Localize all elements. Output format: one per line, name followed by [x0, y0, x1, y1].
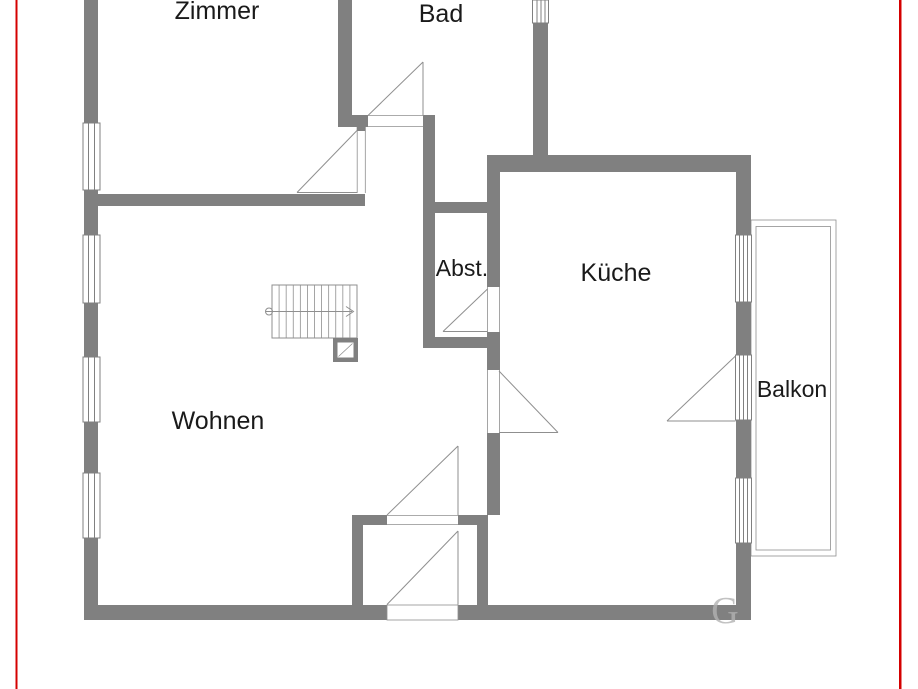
- door-zimmer: [296, 130, 366, 194]
- wall-kueche-top: [487, 155, 751, 172]
- wall-zimmer-bottom: [98, 194, 365, 206]
- wall-bad-kueche: [533, 23, 548, 155]
- shaft: [333, 338, 358, 362]
- stair-walk-start: [265, 307, 273, 316]
- page-border-right: [899, 0, 902, 689]
- room-label-balkon: Balkon: [757, 376, 827, 402]
- door-entrance: [386, 530, 459, 621]
- room-label-wohnen: Wohnen: [172, 407, 265, 435]
- interior-walls: [98, 0, 751, 605]
- window-left-1: [82, 122, 101, 191]
- wall-zimmer-bad: [338, 0, 352, 115]
- exterior-wall-right: [736, 155, 751, 620]
- window-left-4: [82, 472, 101, 539]
- stair-walk-arrow: [345, 306, 355, 317]
- page-border-left: [15, 0, 18, 689]
- window-right-2: [735, 477, 752, 544]
- window-left-3: [82, 356, 101, 423]
- room-label-bad: Bad: [419, 0, 463, 28]
- window-top-bad: [532, 0, 549, 24]
- balcony-hatch: [755, 226, 831, 551]
- exterior-wall-left: [84, 0, 98, 620]
- window-left-2: [82, 234, 101, 304]
- window-right-1: [735, 234, 752, 303]
- door-balkon: [666, 354, 752, 422]
- stairs: [265, 284, 358, 339]
- room-label-kueche: Küche: [581, 259, 652, 287]
- door-kueche: [487, 370, 559, 433]
- door-abst: [442, 287, 500, 332]
- wall-hall-abst: [423, 115, 435, 348]
- room-label-abst: Abst.: [436, 255, 488, 281]
- door-bad: [367, 61, 424, 127]
- exterior-wall-bottom: [84, 605, 751, 620]
- room-label-zimmer: Zimmer: [175, 0, 260, 25]
- door-vestibule: [386, 445, 459, 525]
- watermark-letter: G: [711, 590, 738, 632]
